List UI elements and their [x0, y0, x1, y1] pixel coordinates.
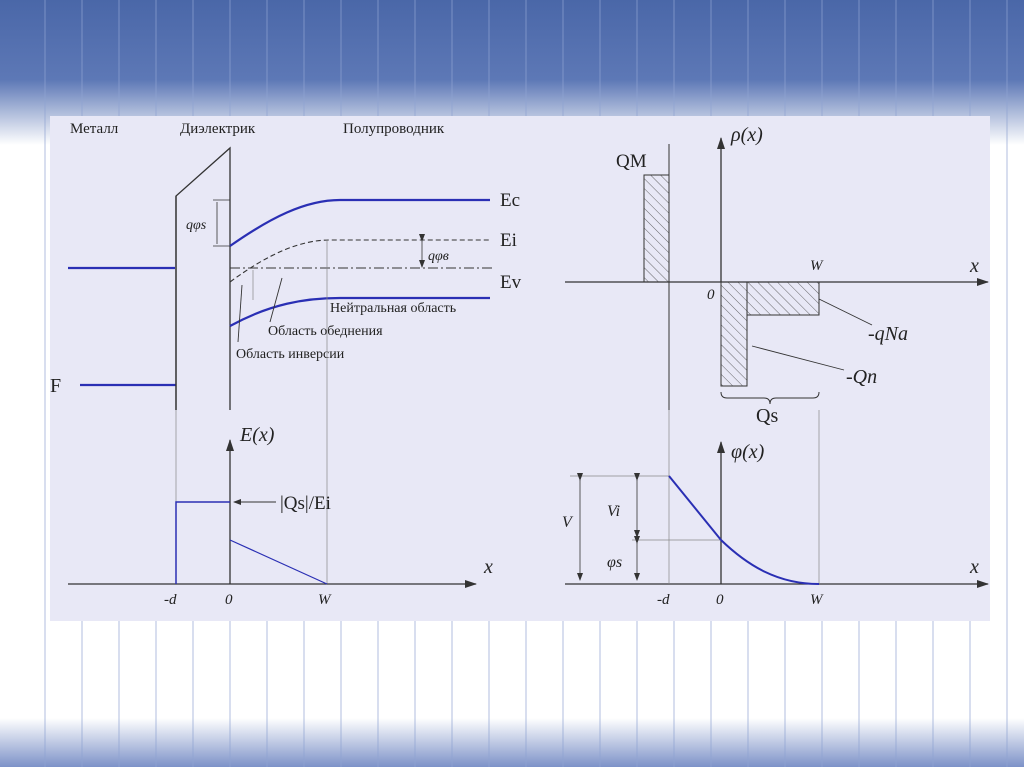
label-Ev: Ev	[500, 272, 522, 293]
header-dielectric: Диэлектрик	[180, 121, 256, 137]
rho-tick-zero: 0	[707, 287, 715, 303]
label-F: F	[50, 375, 61, 397]
field-axis-y-label: E(x)	[239, 424, 275, 446]
phi-tick-W: W	[810, 592, 824, 608]
phi-axis-y-label: φ(x)	[731, 441, 765, 463]
phi-tick-minus-d: -d	[657, 592, 670, 608]
label-Ec: Ec	[500, 190, 520, 211]
left-band-diagram: Металл Диэлектрик Полупроводник F Ec Ei …	[50, 121, 522, 584]
potential-dielectric	[668, 475, 722, 541]
tick-minus-d: -d	[164, 592, 177, 608]
label-q-phi-b: qφв	[428, 249, 449, 264]
label-qNa: -qNa	[868, 323, 908, 345]
charge-Qn	[720, 281, 748, 387]
header-semiconductor: Полупроводник	[343, 121, 445, 137]
field-plot: E(x) x |Qs|/Ei -d 0 W	[68, 424, 493, 608]
tick-W: W	[318, 592, 332, 608]
label-Qs: Qs	[756, 405, 778, 427]
bracket-Qs	[720, 391, 820, 405]
band-Ei	[229, 239, 490, 283]
charge-QM	[643, 174, 670, 283]
potential-semiconductor	[720, 539, 820, 585]
tick-zero: 0	[225, 592, 233, 608]
label-depletion-region: Область обеднения	[268, 324, 383, 339]
charge-qNa	[746, 281, 820, 316]
field-in-dielectric	[175, 501, 230, 584]
rho-axis-x-label: x	[969, 255, 979, 277]
field-axis-x-label: x	[483, 556, 493, 578]
label-inversion-region: Область инверсии	[236, 347, 345, 362]
diagram-panel	[50, 116, 990, 621]
label-V: V	[562, 514, 574, 531]
band-Ec	[229, 198, 490, 247]
label-phi-s: φs	[607, 554, 622, 571]
label-q-phi-s: qφs	[186, 218, 207, 233]
label-Qn: -Qn	[846, 366, 877, 388]
rho-tick-W: W	[810, 258, 824, 274]
label-QM: QМ	[616, 151, 647, 172]
potential-plot: φ(x) x V Vi φs -d 0 W	[562, 410, 989, 608]
charge-plot: ρ(x) x QМ W 0 -qNa -Qn Qs	[565, 124, 989, 427]
phi-axis-x-label: x	[969, 556, 979, 578]
dielectric-barrier	[175, 146, 231, 410]
header-metal: Металл	[70, 121, 119, 137]
field-annotation: |Qs|/Ei	[280, 493, 331, 514]
field-in-semiconductor	[229, 539, 328, 585]
label-Ei: Ei	[500, 230, 517, 251]
rho-axis-y-label: ρ(x)	[730, 124, 763, 146]
band-Ev	[229, 296, 490, 327]
phi-tick-zero: 0	[716, 592, 724, 608]
label-neutral-region: Нейтральная область	[330, 301, 456, 316]
label-Vi: Vi	[607, 503, 620, 520]
